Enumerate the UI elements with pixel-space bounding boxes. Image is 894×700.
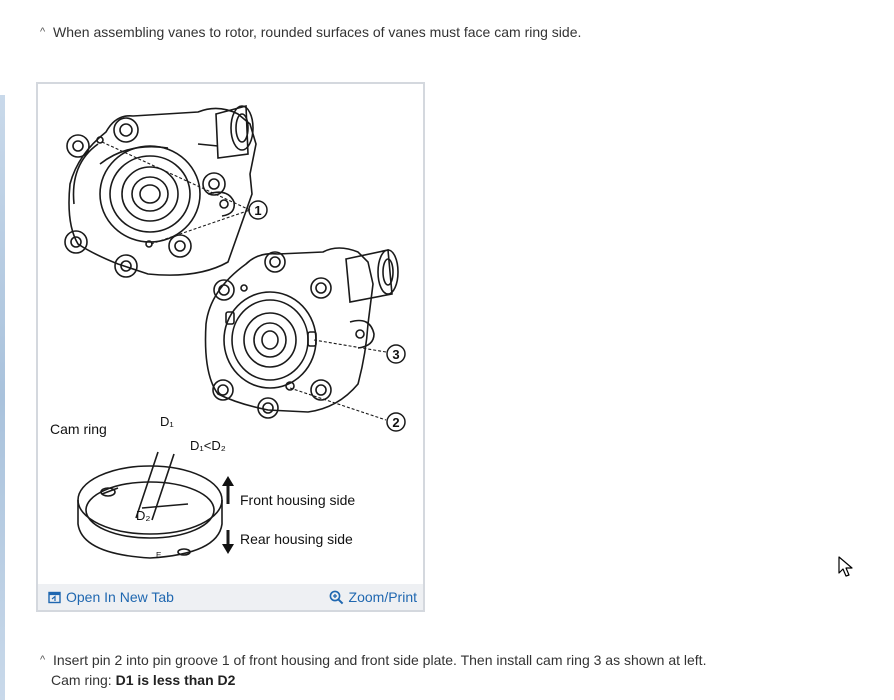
caret-icon: ^: [40, 654, 46, 666]
note-text: When assembling vanes to rotor, rounded …: [53, 24, 582, 40]
label-d1-lt-d2: D₁<D₂: [190, 438, 226, 453]
cam-ring-spec: D1 is less than D2: [115, 672, 236, 688]
pump-assembly-illustration: 1 3 2 Cam ring D₁ D₁<D₂ D₂ E Front housi…: [50, 104, 406, 560]
label-cam-mark: E: [156, 551, 161, 560]
label-cam-ring: Cam ring: [50, 421, 107, 437]
front-housing-body: [68, 107, 257, 276]
rear-housing-body: [204, 247, 374, 413]
open-in-new-tab-icon: [48, 591, 61, 603]
zoom-print-label: Zoom/Print: [348, 589, 417, 605]
caret-icon: ^: [40, 26, 46, 38]
label-d1: D₁: [160, 414, 174, 429]
zoom-print-link[interactable]: Zoom/Print: [329, 588, 417, 606]
mouse-pointer-icon: [838, 556, 853, 577]
note-text: Insert pin 2 into pin groove 1 of front …: [53, 652, 707, 668]
callout-3: 3: [392, 347, 399, 362]
callout-2: 2: [392, 415, 399, 430]
cam-ring-label: Cam ring:: [51, 672, 116, 688]
label-front-housing-side: Front housing side: [240, 492, 355, 508]
zoom-icon: [329, 590, 343, 604]
open-in-new-tab-label: Open In New Tab: [66, 589, 174, 605]
instruction-note-cam-ring: ^ Insert pin 2 into pin groove 1 of front…: [40, 650, 706, 690]
label-d2: D₂: [136, 508, 150, 523]
callout-1: 1: [254, 203, 261, 218]
left-edge-strip: [0, 95, 5, 700]
figure-card: 1 3 2 Cam ring D₁ D₁<D₂ D₂ E Front housi…: [36, 82, 425, 612]
label-rear-housing-side: Rear housing side: [240, 531, 353, 547]
open-in-new-tab-link[interactable]: Open In New Tab: [48, 588, 174, 606]
figure-toolbar: Open In New Tab Zoom/Print: [38, 584, 423, 610]
instruction-note-vanes: ^ When assembling vanes to rotor, rounded…: [40, 22, 581, 42]
